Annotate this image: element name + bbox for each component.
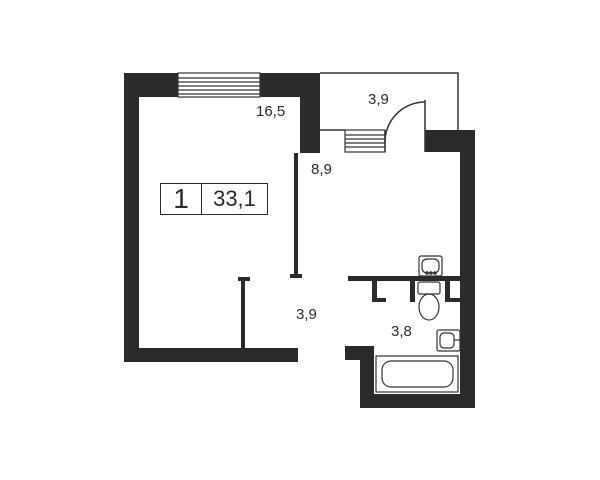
walls [124, 73, 475, 408]
partition-living-kitchen-cap [290, 274, 302, 278]
wall-bottom-bath [360, 394, 475, 408]
apartment-summary-badge: 1 33,1 [160, 183, 268, 215]
window-living-room [177, 72, 261, 98]
partition-hall-living [241, 280, 245, 350]
bathtub [375, 355, 459, 393]
bath-sink [436, 329, 461, 352]
balcony-door [384, 100, 426, 152]
wall-bath-stub [345, 346, 374, 360]
wc-toilet [417, 281, 441, 321]
wall-right [460, 130, 475, 408]
partition-wc-top [348, 276, 460, 281]
wc-sink [418, 255, 443, 277]
hallway-area: 3,9 [296, 306, 317, 323]
kitchen-area: 8,9 [311, 161, 332, 178]
wall-left [124, 73, 139, 362]
living-room-area: 16,5 [256, 103, 286, 120]
partition-wc-mid [410, 280, 415, 302]
bathroom-area: 3,8 [391, 323, 412, 340]
total-area: 33,1 [213, 186, 256, 211]
wall-top-left [124, 73, 178, 97]
wall-column-balcony [300, 73, 320, 153]
balcony-outline [320, 72, 459, 130]
rooms-count: 1 [161, 183, 202, 214]
partition-wc-right-cap [445, 298, 460, 302]
partition-wc-left-cap [372, 298, 386, 302]
partition-hall-living-cap [238, 277, 250, 281]
partition-wc-right [445, 280, 450, 302]
balcony-area: 3,9 [368, 91, 389, 108]
wall-bottom-living [124, 348, 298, 362]
partition-wc-left [372, 280, 377, 302]
partition-living-kitchen [294, 153, 298, 277]
window-kitchen [344, 129, 386, 153]
wall-bath-left [360, 346, 374, 408]
